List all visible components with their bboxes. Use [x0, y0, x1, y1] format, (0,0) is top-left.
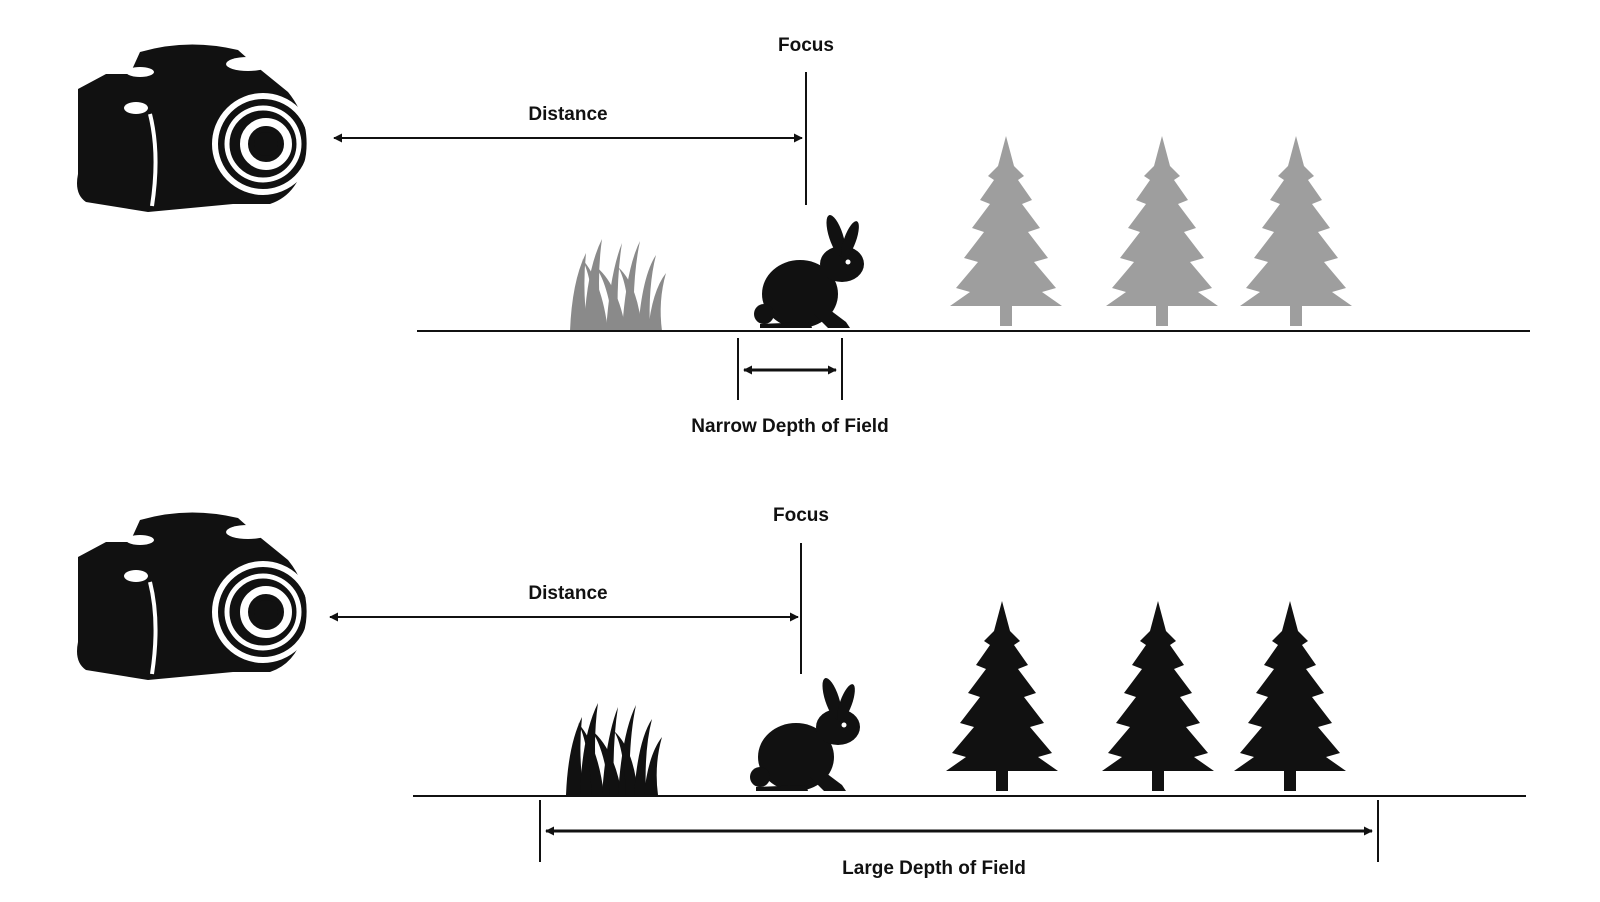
rabbit-icon	[750, 675, 860, 791]
grass-icon	[566, 703, 662, 795]
dof-label: Large Depth of Field	[842, 858, 1026, 879]
panel-narrow: Focus Distance Narrow Depth of Field	[77, 35, 1530, 437]
tree-icon	[950, 136, 1062, 326]
grass-icon	[570, 239, 666, 331]
dof-label: Narrow Depth of Field	[691, 416, 888, 437]
tree-icon	[946, 601, 1058, 791]
rabbit-icon	[754, 212, 864, 328]
distance-label: Distance	[528, 104, 607, 125]
tree-icon	[1240, 136, 1352, 326]
focus-label: Focus	[773, 505, 829, 526]
distance-label: Distance	[528, 583, 607, 604]
camera-icon	[77, 512, 311, 680]
panel-large: Focus Distance Large Depth of Field	[77, 505, 1526, 879]
camera-icon	[77, 44, 311, 212]
tree-icon	[1102, 601, 1214, 791]
focus-label: Focus	[778, 35, 834, 56]
tree-icon	[1234, 601, 1346, 791]
tree-icon	[1106, 136, 1218, 326]
